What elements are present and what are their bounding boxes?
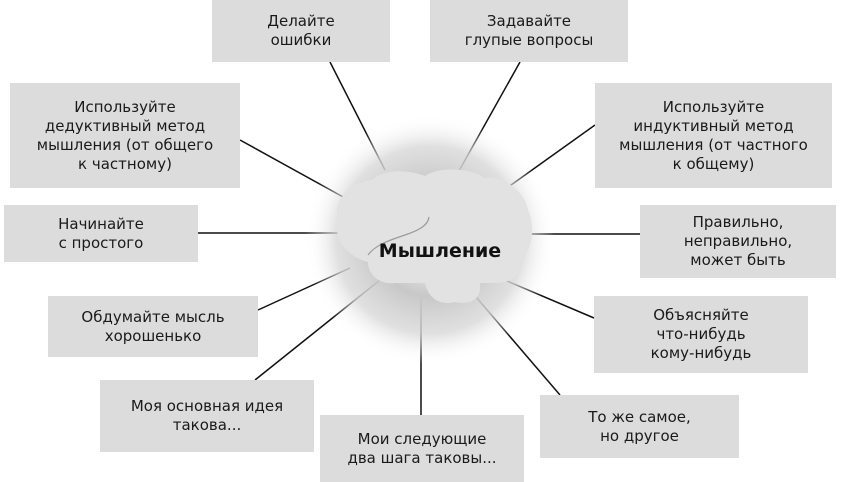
node-text: Используйте индуктивный метод мышления (… <box>619 97 808 173</box>
node-text: Моя основная идея такова... <box>130 397 284 434</box>
node-maybe: Правильно, неправильно, может быть <box>640 205 836 278</box>
node-text: Используйте дедуктивный метод мышления (… <box>36 97 214 173</box>
node-simple: Начинайте с простого <box>4 205 198 262</box>
node-text: Обдумайте мысль хорошенько <box>81 307 225 345</box>
node-text: Делайте ошибки <box>267 12 335 49</box>
node-deductive: Используйте дедуктивный метод мышления (… <box>10 83 240 188</box>
node-think: Обдумайте мысль хорошенько <box>48 296 258 357</box>
node-main-idea: Моя основная идея такова... <box>100 380 314 452</box>
center-label: Мышление <box>378 240 502 262</box>
node-text: Объясняйте что-нибудь кому-нибудь <box>650 306 752 362</box>
node-next-steps: Мои следующие два шага таковы... <box>320 415 524 482</box>
node-explain: Объясняйте что-нибудь кому-нибудь <box>594 296 808 373</box>
node-questions: Задавайте глупые вопросы <box>430 0 628 62</box>
node-text: Задавайте глупые вопросы <box>464 12 594 49</box>
brain-icon <box>336 169 533 304</box>
node-text: Правильно, неправильно, может быть <box>683 213 793 269</box>
node-text: То же самое, но другое <box>588 407 691 445</box>
node-inductive: Используйте индуктивный метод мышления (… <box>595 83 832 188</box>
node-text: Мои следующие два шага таковы... <box>347 429 497 467</box>
node-mistakes: Делайте ошибки <box>212 0 390 62</box>
node-same-different: То же самое, но другое <box>540 395 739 458</box>
node-text: Начинайте с простого <box>58 214 144 252</box>
